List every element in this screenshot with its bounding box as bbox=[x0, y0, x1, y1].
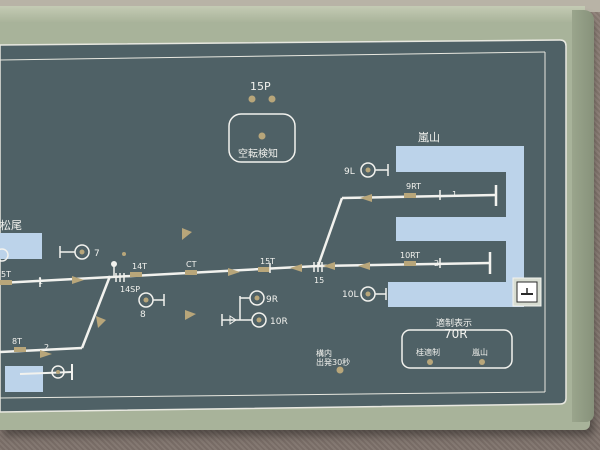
label-arashiyama: 嵐山 bbox=[418, 131, 440, 144]
label-10L: 10L bbox=[342, 290, 358, 300]
label-track-1-left: 1 bbox=[38, 277, 43, 286]
route-lamp-1 bbox=[182, 228, 192, 240]
small-lamp bbox=[122, 252, 126, 256]
lamp-15T bbox=[258, 267, 270, 272]
arrow-left-3 bbox=[358, 262, 370, 270]
label-14SP: 14SP bbox=[120, 285, 140, 294]
proper-display-box bbox=[401, 329, 513, 369]
label-15P: 15P bbox=[250, 80, 271, 93]
label-15: 15 bbox=[314, 276, 324, 285]
label-arashiyama-small: 嵐山 bbox=[472, 347, 488, 357]
label-katsura-proper: 桂適制 bbox=[416, 347, 440, 357]
matsuo-platform bbox=[0, 233, 42, 259]
route-lamp-3 bbox=[96, 316, 106, 328]
label-track-1-right: 1 bbox=[452, 190, 457, 199]
lamp-5T bbox=[0, 280, 12, 285]
signal-10R bbox=[221, 312, 267, 328]
cabinet-side bbox=[572, 10, 594, 422]
lamp-15P-left bbox=[248, 95, 256, 103]
signal-10L bbox=[360, 286, 387, 302]
label-slip-detect: 空転検知 bbox=[238, 147, 278, 160]
label-10RT: 10RT bbox=[400, 251, 420, 260]
lamp-10RT bbox=[404, 261, 416, 266]
label-9RT: 9RT bbox=[406, 182, 421, 191]
signal-7 bbox=[59, 244, 90, 260]
lamp-15P-right bbox=[268, 95, 276, 103]
signal-9R bbox=[239, 290, 265, 320]
signal-8 bbox=[138, 292, 165, 308]
label-5T: 5T bbox=[1, 270, 11, 279]
cabinet-top-edge bbox=[0, 6, 585, 22]
signal-lower-left bbox=[51, 365, 65, 379]
label-8T: 8T bbox=[12, 337, 22, 346]
switch-14SP bbox=[80, 275, 112, 349]
label-9L: 9L bbox=[344, 167, 355, 177]
label-9R: 9R bbox=[266, 295, 278, 305]
lower-left-platform bbox=[5, 366, 43, 392]
arashiyama-platform bbox=[388, 146, 524, 307]
signal-matsuo bbox=[0, 248, 9, 262]
label-proper-display: 適制表示 bbox=[436, 317, 472, 329]
arrow-left-2 bbox=[360, 194, 372, 202]
lamp-8T bbox=[14, 347, 26, 352]
slip-detect-box bbox=[228, 113, 296, 163]
label-depart-30s: 構内出発30秒 bbox=[316, 348, 350, 367]
label-8: 8 bbox=[140, 310, 146, 320]
arrow-left-4 bbox=[323, 262, 335, 270]
label-14T: 14T bbox=[132, 262, 147, 271]
slip-detect-lamp bbox=[258, 132, 266, 140]
katsura-lamp bbox=[427, 359, 433, 365]
arrow-right-2 bbox=[228, 268, 240, 276]
label-matsuo: 松尾 bbox=[0, 218, 22, 232]
track-8T bbox=[0, 346, 83, 354]
switch-15 bbox=[316, 197, 344, 267]
label-10R: 10R bbox=[270, 317, 288, 327]
lamp-14T bbox=[130, 272, 142, 277]
label-70R: 70R bbox=[444, 327, 468, 341]
label-CT: CT bbox=[186, 260, 197, 269]
lamp-9RT bbox=[404, 193, 416, 198]
depart-30s-lamp bbox=[336, 366, 344, 374]
arashiyama-lamp bbox=[479, 359, 485, 365]
panel-inner-border bbox=[0, 51, 546, 61]
label-track-2-left: 2 bbox=[44, 343, 49, 352]
signal-9L bbox=[360, 162, 389, 178]
arrow-left-1 bbox=[290, 264, 302, 272]
label-7: 7 bbox=[94, 249, 100, 259]
lamp-CT bbox=[185, 270, 197, 275]
route-lamp-2 bbox=[185, 310, 196, 320]
label-track-2-right: 2 bbox=[434, 259, 439, 268]
arrow-lower bbox=[40, 350, 52, 358]
signal-14SP bbox=[111, 261, 117, 276]
panel-inner-border-bottom bbox=[0, 391, 546, 399]
arrow-right-1 bbox=[72, 276, 84, 284]
panel-face bbox=[0, 39, 567, 413]
label-15T: 15T bbox=[260, 257, 275, 266]
